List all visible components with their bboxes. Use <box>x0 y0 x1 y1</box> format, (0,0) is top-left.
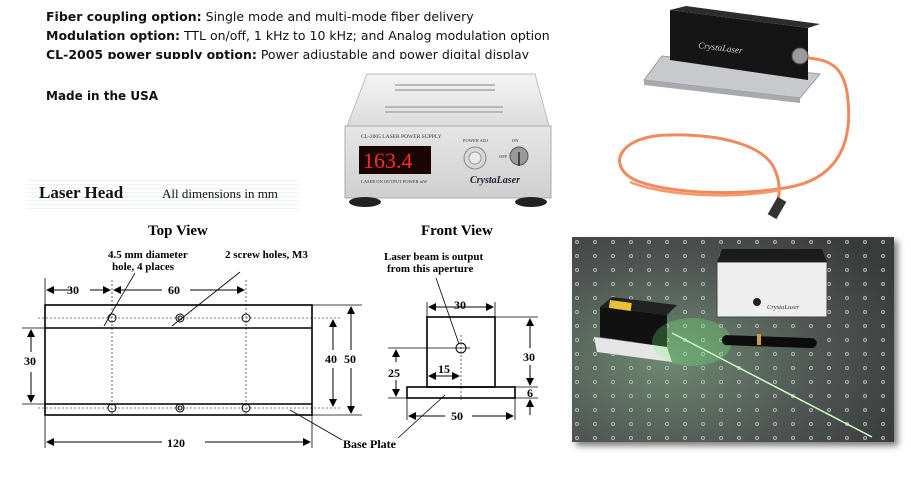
dim-front-h6: 6 <box>527 386 533 400</box>
ps-display-value: 163.4 <box>363 148 413 173</box>
spec-value: Single mode and multi-mode fiber deliver… <box>201 9 474 24</box>
front-callout-2: from this aperture <box>387 263 473 275</box>
callout-screws: 2 screw holes, M3 <box>225 249 308 261</box>
top-view-title: Top View <box>148 223 208 239</box>
spec-value: Power adjustable and power digital displ… <box>256 47 530 59</box>
dim-right-50: 50 <box>344 352 356 366</box>
base-plate-label: Base Plate <box>343 437 397 451</box>
fiber-laser-photo: CrystaLaser <box>590 0 911 228</box>
ps-switch-off: OFF <box>499 154 508 159</box>
laser-head-title: Laser Head <box>39 183 124 202</box>
spec-fiber-coupling: Fiber coupling option: Single mode and m… <box>46 8 474 25</box>
ps-knob-label: POWER ADJ <box>463 138 488 143</box>
top-view-outline <box>44 304 313 416</box>
lab-setup-photo: CrystaLaser <box>572 237 894 442</box>
dim-top-30: 30 <box>67 283 79 297</box>
callout-holes-2: hole, 4 places <box>112 261 175 273</box>
laser-head-banner: Laser Head All dimensions in mm <box>27 177 299 209</box>
made-in-usa: Made in the USA <box>46 89 159 103</box>
spec-value: TTL on/off, 1 kHz to 10 kHz; and Analog … <box>179 28 550 43</box>
spec-label: Modulation option: <box>46 28 180 43</box>
power-supply-photo: CL-2005 LASER POWER SUPPLY 163.4 LASER O… <box>335 70 560 210</box>
ps-switch-on: ON <box>512 138 519 143</box>
ps-title: CL-2005 LASER POWER SUPPLY <box>361 134 442 140</box>
callout-holes: 4.5 mm diameter <box>108 249 188 261</box>
dim-top-60: 60 <box>168 283 180 297</box>
dim-right-40: 40 <box>325 352 337 366</box>
front-view-title: Front View <box>421 223 493 239</box>
dim-front-h25: 25 <box>388 366 400 380</box>
dim-front-w15: 15 <box>438 362 450 376</box>
spec-label: CL-2005 power supply option: <box>46 47 257 59</box>
dim-front-h30: 30 <box>523 350 535 364</box>
lab-brand: CrystaLaser <box>767 304 800 311</box>
dim-bottom-120: 120 <box>167 436 185 450</box>
dim-front-w30: 30 <box>454 298 466 312</box>
technical-drawing: Top View 4.5 mm diameter hole, 4 places … <box>22 223 538 451</box>
ps-brand: CrystaLaser <box>470 175 520 186</box>
dim-front-w50: 50 <box>451 409 463 423</box>
ps-display-caption: LASER ON OUTPUT POWER mW <box>361 179 428 184</box>
front-callout-1: Laser beam is output <box>384 251 483 263</box>
spec-power-supply: CL-2005 power supply option: Power adjus… <box>46 46 529 59</box>
dimensions-note: All dimensions in mm <box>162 186 278 201</box>
dim-left-30: 30 <box>24 354 36 368</box>
spec-label: Fiber coupling option: <box>46 9 202 24</box>
spec-modulation: Modulation option: TTL on/off, 1 kHz to … <box>46 27 550 44</box>
